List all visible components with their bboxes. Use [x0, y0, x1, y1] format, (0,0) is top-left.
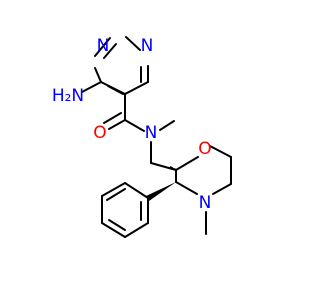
bond-n-methyl [159, 120, 175, 131]
bond-pyrimidine-double-1 [103, 43, 117, 59]
bond-stereo-wedge [146, 182, 176, 201]
amine-nh2-label: H₂N [52, 86, 84, 106]
bond-amine [81, 81, 102, 93]
n-ring-top-right-label: N [141, 36, 154, 56]
bond-phenyl-5 [124, 222, 149, 238]
bond-phenyl-double-2 [108, 219, 126, 231]
bond-phenyl-double-1 [106, 188, 126, 201]
n-ring-top-left-label: N [97, 36, 110, 56]
bond-pyrimidine-1 [94, 37, 111, 57]
amide-nitrogen-label: N [145, 123, 158, 143]
bond-morpholine-4 [212, 183, 232, 195]
bond-pyrimidine-double-3 [107, 85, 124, 95]
bond-stereo-hash [169, 166, 177, 171]
bond-pyrimidine-6 [94, 67, 102, 83]
bond-phenyl-2 [101, 182, 126, 197]
bond-carbonyl-1 [108, 119, 126, 130]
molecule-structure-canvas: N N H₂N O N O N [51, 36, 232, 238]
bond-phenyl-1 [124, 182, 149, 199]
bond-morpholine-5 [175, 181, 198, 195]
bond-phenyl-4 [101, 222, 126, 238]
bond-morpholine-2 [209, 145, 232, 158]
bond-pyrimidine-2 [125, 36, 141, 51]
bond-carbonyl-to-n [124, 119, 145, 132]
bond-carbonyl-2 [103, 112, 122, 124]
bond-pyrimidine-4 [124, 81, 149, 95]
molecule-diagram: N N H₂N O N O N [52, 36, 232, 238]
bond-morpholine-1 [175, 156, 199, 171]
carbonyl-oxygen-label: O [93, 123, 106, 143]
morpholine-oxygen-label: O [198, 139, 211, 159]
morpholine-nitrogen-label: N [199, 193, 212, 213]
